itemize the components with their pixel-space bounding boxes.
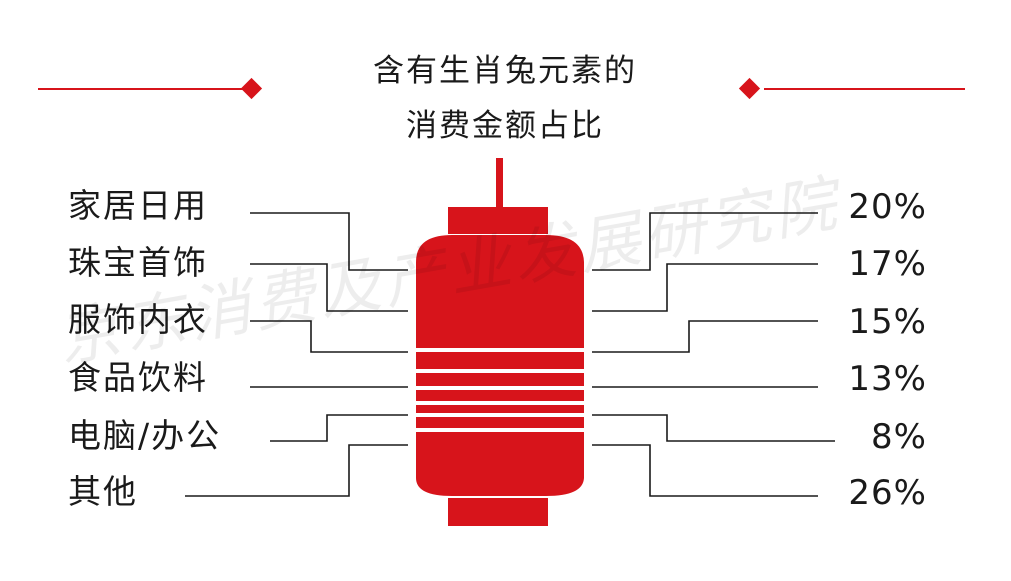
leader-right-6: [592, 444, 818, 497]
leader-left-6: [185, 444, 408, 497]
leader-right-3: [592, 320, 818, 353]
category-label: 电脑/办公: [68, 416, 222, 455]
value-label: 15%: [848, 302, 927, 342]
title-left-diamond: [240, 77, 263, 100]
value-label: 8%: [871, 417, 927, 457]
value-label: 26%: [848, 473, 927, 513]
category-label: 家居日用: [68, 186, 208, 225]
leader-left-1: [250, 212, 408, 271]
chart-title-line2: 消费金额占比: [406, 108, 604, 144]
right-leaders: [592, 212, 835, 497]
leader-right-5: [592, 414, 835, 442]
category-label: 服饰内衣: [68, 300, 208, 339]
lantern-bottom-cap: [448, 498, 548, 526]
lantern-body: [416, 235, 584, 496]
lantern-bands: [404, 348, 596, 432]
chart-title-line1: 含有生肖兔元素的: [373, 53, 637, 89]
value-label: 17%: [848, 244, 927, 284]
title-right-diamond: [738, 77, 761, 100]
left-leaders: [185, 212, 408, 497]
leader-left-2: [250, 263, 408, 312]
leader-right-2: [592, 263, 818, 312]
leader-left-3: [250, 320, 408, 353]
lantern-string: [496, 158, 503, 210]
leader-right-1: [592, 212, 818, 271]
category-label: 食品饮料: [68, 358, 208, 397]
value-label: 20%: [848, 187, 927, 227]
value-label: 13%: [848, 359, 927, 399]
leader-left-5: [270, 414, 408, 442]
lantern-top-cap: [448, 207, 548, 234]
category-label: 珠宝首饰: [68, 243, 208, 282]
category-label: 其他: [68, 472, 138, 511]
